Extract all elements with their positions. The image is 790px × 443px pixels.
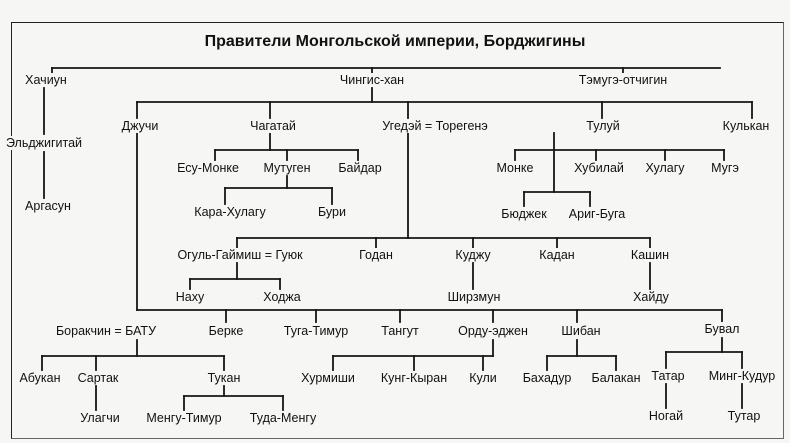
node-monke: Монке <box>493 161 537 175</box>
node-tukan: Тукан <box>204 371 244 385</box>
node-shiban: Шибан <box>558 324 604 338</box>
node-mutugen: Мутуген <box>260 161 314 175</box>
diagram-title: Правители Монгольской империи, Борджигин… <box>198 33 592 51</box>
node-nakhu: Наху <box>172 290 208 304</box>
node-tuga-timur: Туга-Тимур <box>280 324 352 338</box>
diagram-frame <box>11 22 784 439</box>
node-shirzmun: Ширзмун <box>444 290 504 304</box>
node-baidar: Байдар <box>335 161 385 175</box>
node-khurmishi: Хурмиши <box>298 371 358 385</box>
node-tutar: Тутар <box>724 409 764 423</box>
node-berke: Берке <box>205 324 247 338</box>
node-tului: Тулуй <box>583 119 623 133</box>
node-kadan: Кадан <box>536 248 578 262</box>
node-nogai: Ногай <box>645 409 687 423</box>
node-khulagu: Хулагу <box>642 161 688 175</box>
node-kashin: Кашин <box>627 248 673 262</box>
node-byudzhek: Бюджек <box>498 207 550 221</box>
node-khodzha: Ходжа <box>260 290 304 304</box>
node-mengu-timur: Менгу-Тимур <box>143 411 225 425</box>
node-chagatai: Чагатай <box>247 119 299 133</box>
node-sartak: Сартак <box>74 371 122 385</box>
node-ordu-edzhen: Орду-эджен <box>455 324 531 338</box>
node-khubilai: Хубилай <box>571 161 627 175</box>
node-buri: Бури <box>315 205 349 219</box>
node-ming-kudur: Минг-Кудур <box>705 369 779 383</box>
node-ugedei: Угедэй = Торегенэ <box>379 119 491 133</box>
node-godan: Годан <box>356 248 396 262</box>
node-dzhuchi: Джучи <box>118 119 162 133</box>
node-tuda-mengu: Туда-Менгу <box>246 411 320 425</box>
node-kuli: Кули <box>466 371 500 385</box>
node-eldzhigitai: Эльджигитай <box>2 136 86 150</box>
node-kara-khulagu: Кара-Хулагу <box>191 205 269 219</box>
node-ulagchi: Улагчи <box>77 411 123 425</box>
node-abukan: Абукан <box>16 371 64 385</box>
node-kulkan: Кулькан <box>719 119 773 133</box>
node-buval: Бувал <box>701 322 743 336</box>
node-tangut: Тангут <box>378 324 422 338</box>
node-argasun: Аргасун <box>22 199 74 213</box>
node-muge: Мугэ <box>708 161 742 175</box>
node-esu-monke: Есу-Монке <box>174 161 242 175</box>
node-chingis-khan: Чингис-хан <box>336 73 408 87</box>
node-borakchin-batu: Боракчин = БАТУ <box>52 324 160 338</box>
node-temuge: Тэмугэ-отчигин <box>575 73 671 87</box>
node-tatar: Татар <box>648 369 688 383</box>
node-khaidu: Хайду <box>630 290 672 304</box>
node-kung-kyran: Кунг-Кыран <box>377 371 451 385</box>
node-ogul-gaimish-guyuk: Огуль-Гаймиш = Гуюк <box>174 248 306 262</box>
node-kudzhu: Куджу <box>452 248 494 262</box>
node-balakan: Балакан <box>588 371 644 385</box>
node-khachiun: Хачиун <box>22 73 70 87</box>
node-bakhadur: Бахадур <box>519 371 575 385</box>
node-arig-buga: Ариг-Буга <box>565 207 629 221</box>
